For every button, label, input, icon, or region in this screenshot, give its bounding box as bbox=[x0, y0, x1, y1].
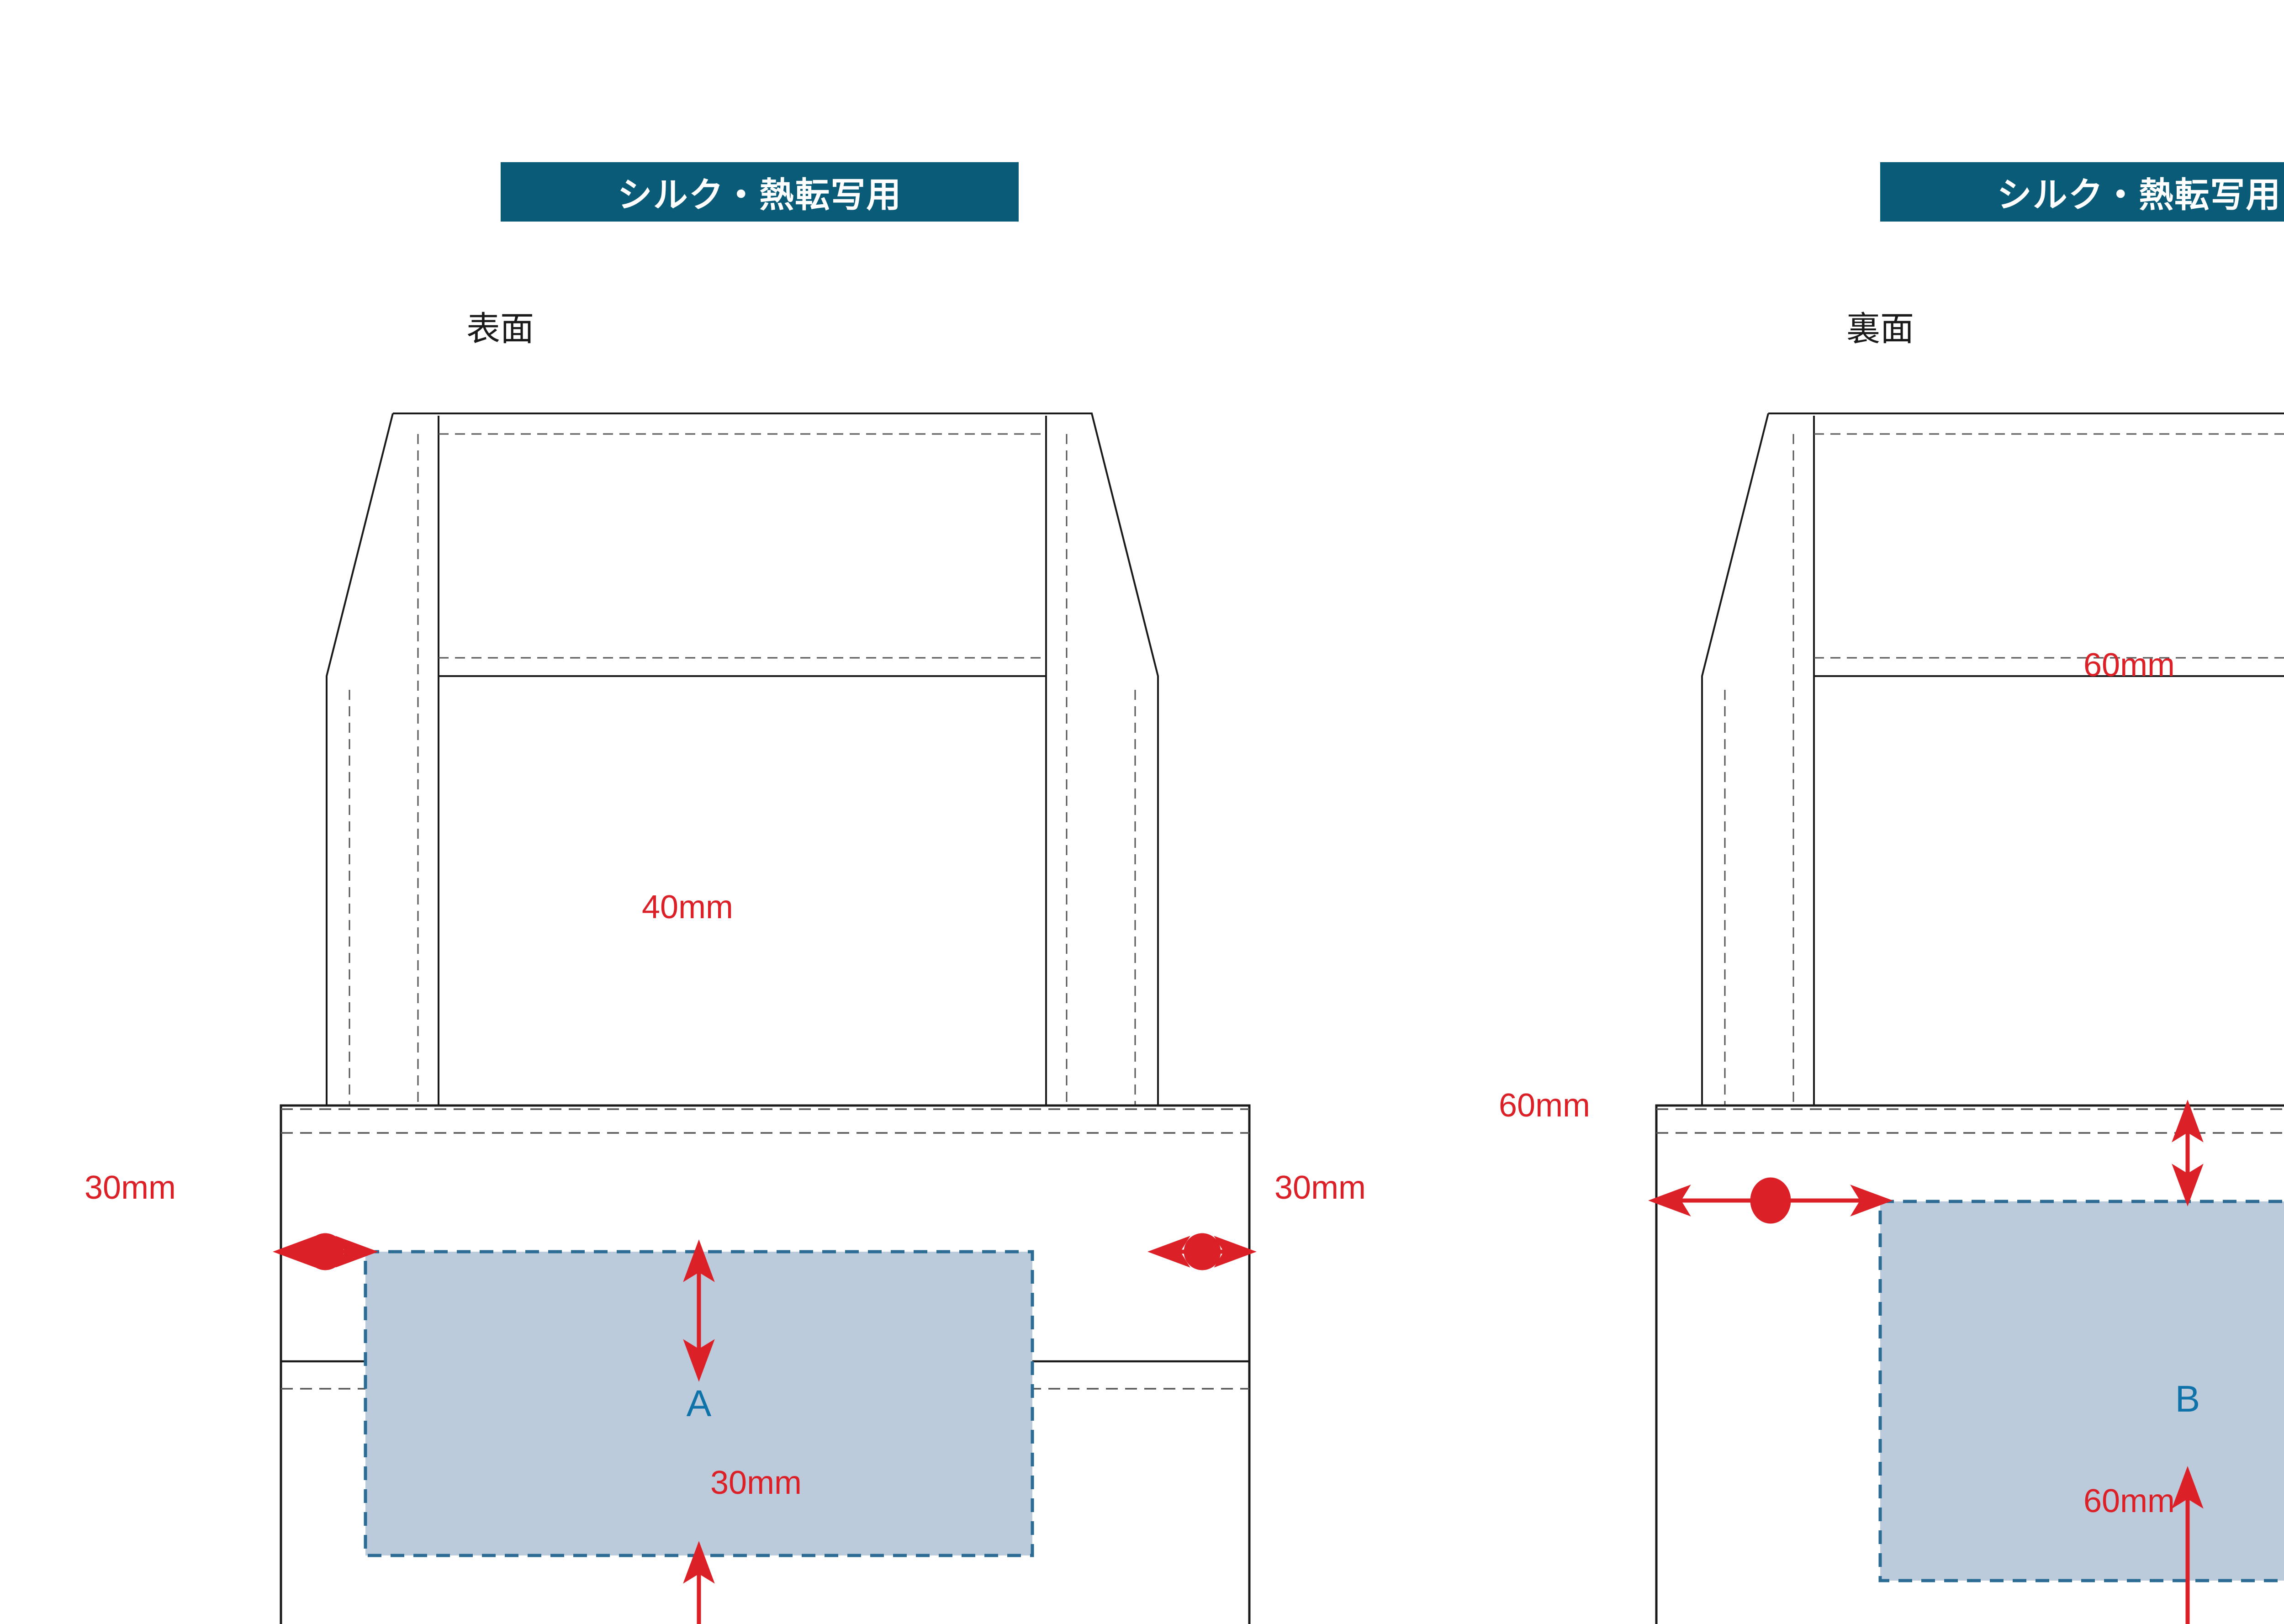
side-label-front: 表面 bbox=[466, 309, 534, 349]
print-area-letter-a: A bbox=[687, 1383, 712, 1424]
dimension-right-front: 30mm bbox=[1274, 1169, 1366, 1206]
bag-illustration-back: B bbox=[1631, 402, 2284, 1624]
badge-label: シルク・熱転写用 bbox=[617, 175, 902, 215]
bag-illustration-front: A bbox=[256, 402, 1274, 1624]
dimension-top-back: 60mm bbox=[2083, 647, 2175, 683]
dimension-bottom-front: 30mm bbox=[710, 1465, 802, 1501]
panel-back: シルク・熱転写用 裏面 bbox=[1430, 0, 2284, 1624]
print-area-letter-b: B bbox=[2175, 1378, 2200, 1420]
dimension-bottom-back: 60mm bbox=[2083, 1483, 2175, 1519]
dimension-top-front: 40mm bbox=[641, 889, 734, 926]
panel-front: シルク・熱転写用 表面 bbox=[84, 162, 1366, 1624]
badge-label: シルク・熱転写用 bbox=[1997, 175, 2282, 215]
print-area-b bbox=[1878, 1200, 2284, 1582]
side-label-back: 裏面 bbox=[1846, 309, 1914, 349]
dimension-left-back: 60mm bbox=[1498, 1087, 1591, 1124]
badge-silk-thermal-back: シルク・熱転写用 bbox=[1880, 162, 2284, 222]
dimension-left-front: 30mm bbox=[84, 1169, 176, 1206]
badge-silk-thermal-front: シルク・熱転写用 bbox=[501, 162, 1019, 222]
